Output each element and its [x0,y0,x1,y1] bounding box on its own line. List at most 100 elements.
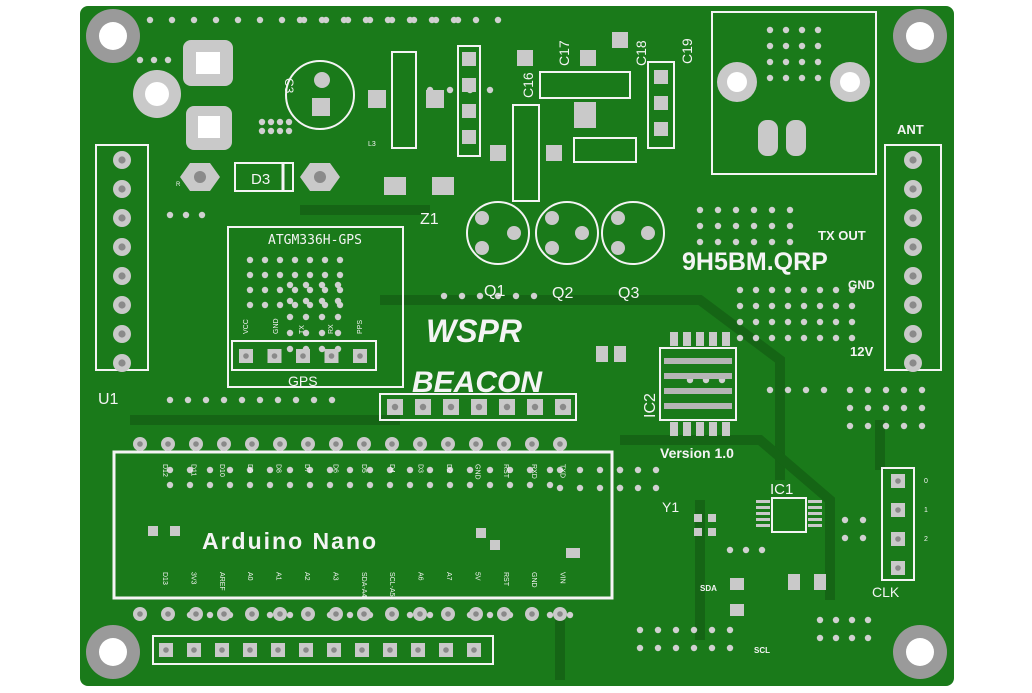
q2-label: Q2 [552,285,573,302]
tx-out-label: TX OUT [818,228,866,243]
c3-label: C3 [282,78,296,94]
clk-pin-1: 1 [924,507,928,514]
nano-bottom-pins [133,607,567,621]
mounting-hole-bottom-right [893,625,947,679]
nano-pin-label: A3 [331,572,338,581]
u1-connector-pins [113,151,131,372]
mid-header [379,393,577,421]
copper-traces [130,205,885,680]
c19-label: C19 [679,38,695,64]
nano-pin-label: D2 [445,464,452,473]
nano-pin-label: D5 [360,464,367,473]
nano-pin-label: SDA-A4 [360,572,367,597]
output-connector-pins [904,151,922,372]
board-substrate [80,6,954,686]
nano-pin-label: A6 [417,572,424,581]
gps-header [231,340,377,371]
nano-pin-label: D7 [303,464,310,473]
nano-top-pins [133,437,567,451]
r-label: R [176,182,181,188]
ic1-pads [756,500,822,527]
clk-connector-pins [891,474,905,575]
mounting-hole-top-right [893,9,947,63]
nano-pin-label: D9 [246,464,253,473]
c18-body [573,137,637,163]
12v-label: 12V [850,344,873,359]
nano-pin-label: GND [473,464,480,480]
nano-pin-label: D6 [331,464,338,473]
sda-label: SDA [700,584,717,593]
scl-label: SCL [754,646,770,655]
clk-connector-outline [881,467,915,581]
ic1-outline [771,497,807,533]
nano-pin-label: D13 [161,572,168,585]
nano-pin-label: RXD [530,464,537,479]
gps-pin-vcc: VCC [243,319,250,334]
nano-pin-label: D10 [218,464,225,477]
clk-label: CLK [872,584,900,600]
ic2-pads [664,332,732,436]
q3-transistor [601,201,665,265]
nano-pin-label: 3V3 [189,572,196,585]
y1-label: Y1 [662,499,679,515]
nano-pin-label: D12 [161,464,168,477]
version-text: Version 1.0 [660,445,734,461]
gps-module-label: ATGM336H-GPS [268,233,362,248]
gnd-label: GND [848,278,875,292]
c3-outline [285,60,355,130]
gps-pin-gnd: GND [273,318,280,334]
d3-label: D3 [251,171,270,188]
mounting-hole-top-left [86,9,140,63]
gps-module-outline [227,226,404,388]
ic2-outline [659,347,737,421]
gps-pin-rx: RX [328,324,335,334]
ant-label: ANT [897,122,924,137]
nano-pin-label: GND [530,572,537,588]
c17-label: C17 [556,40,572,66]
q1-transistor [466,201,530,265]
q1-label: Q1 [484,283,505,300]
nano-pin-label: 5V [473,572,480,581]
nano-pin-label: D4 [388,464,395,473]
clk-pin-2: 2 [924,536,928,543]
clk-pin-0: 0 [924,478,928,485]
nano-outline [112,450,614,600]
nano-pin-label: D8 [275,464,282,473]
nano-label: Arduino Nano [202,528,378,554]
nano-pin-label: VIN [559,572,566,584]
nano-pin-label: A1 [275,572,282,581]
c16-header [457,45,481,157]
gps-label: GPS [288,373,318,389]
u1-label: U1 [98,391,119,408]
gps-pin-tx: TX [299,325,306,334]
z1-label: Z1 [420,211,439,228]
callsign-text: 9H5BM.QRP [682,248,828,276]
c16-body [512,104,540,202]
ic1-label: IC1 [770,481,793,498]
bottom-header-pins [159,643,481,657]
nano-pin-label: D11 [189,464,196,476]
gps-header-pins [239,349,367,363]
gps-pin-labels: VCC GND TX RX PPS [243,318,364,334]
nano-pin-label: A2 [303,572,310,581]
c18-label: C18 [633,40,649,66]
l3-label: L3 [368,141,376,148]
nano-pin-label: A0 [246,572,253,581]
l3-outline [391,51,417,149]
nano-pin-label: TXD [559,464,566,478]
ic2-label: IC2 [642,393,659,418]
d3-outline [234,162,294,192]
c17-body [539,71,631,99]
nano-pin-label: A7 [445,572,452,581]
nano-pin-label: SCL-A5 [388,572,395,597]
bottom-header-outline [152,635,494,665]
mid-header-pins [387,399,571,415]
q2-transistor [535,201,599,265]
gps-pin-pps: PPS [357,320,364,334]
antenna-connector-outline [711,11,877,175]
c16-label: C16 [520,72,536,98]
